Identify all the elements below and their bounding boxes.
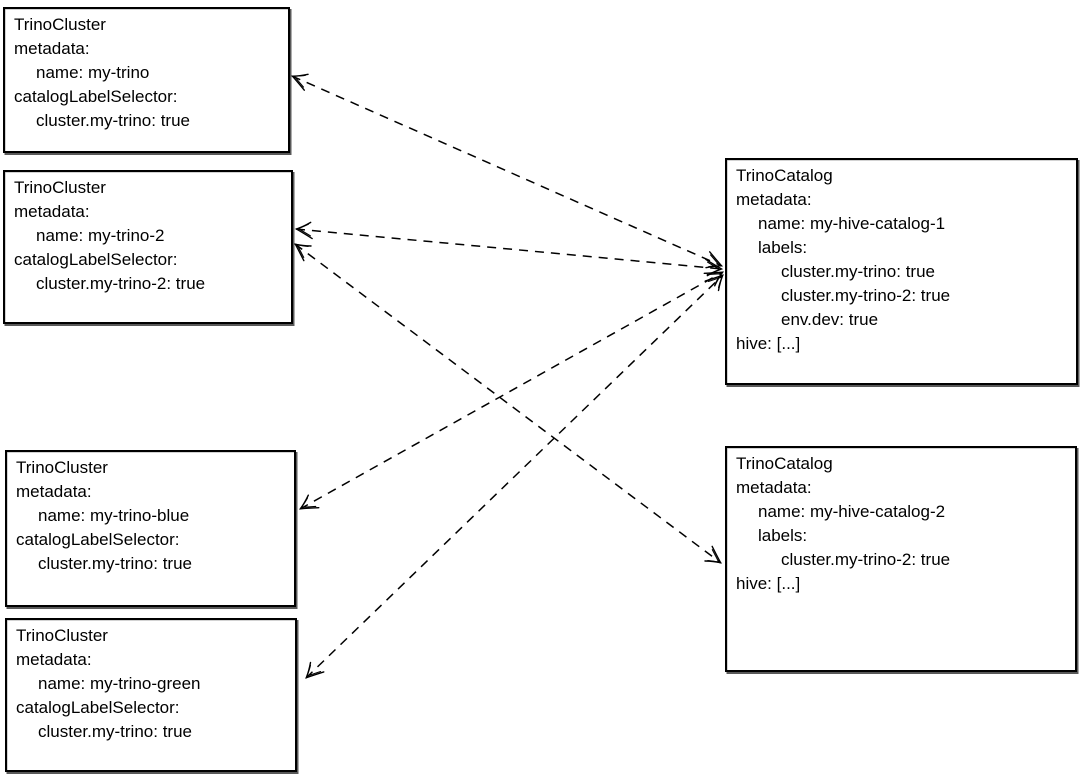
yaml-line: name: my-trino-green [38, 674, 201, 693]
yaml-line: metadata: [14, 39, 90, 58]
yaml-line: cluster.my-trino-2: true [36, 274, 206, 293]
yaml-line: name: my-hive-catalog-2 [758, 502, 946, 521]
yaml-line: cluster.my-trino-2: true [781, 286, 951, 305]
yaml-line: cluster.my-trino-2: true [781, 550, 951, 569]
yaml-line: metadata: [736, 190, 812, 209]
edge-my-trino-green-to-my-hive-catalog-1 [305, 274, 724, 679]
yaml-line: catalogLabelSelector: [16, 530, 180, 549]
trinocluster-my-trino-green-box: TrinoCluster metadata: name: my-trino-gr… [5, 618, 297, 772]
resource-kind: TrinoCluster [14, 15, 106, 34]
trinocluster-my-trino-2-box: TrinoCluster metadata: name: my-trino-2 … [3, 170, 293, 324]
yaml-line: metadata: [16, 650, 92, 669]
resource-kind: TrinoCluster [14, 178, 106, 197]
trinocluster-my-trino-box: TrinoCluster metadata: name: my-trino ca… [3, 7, 290, 153]
edge-my-trino-to-my-hive-catalog-1 [290, 73, 724, 269]
yaml-line: metadata: [16, 482, 92, 501]
yaml-line: cluster.my-trino: true [781, 262, 935, 281]
yaml-line: name: my-trino-blue [38, 506, 190, 525]
yaml-line: metadata: [736, 478, 812, 497]
yaml-line: metadata: [14, 202, 90, 221]
yaml-line: labels: [758, 526, 808, 545]
yaml-line: env.dev: true [781, 310, 879, 329]
edge-my-trino-2-to-my-hive-catalog-2 [294, 243, 722, 564]
yaml-line: cluster.my-trino: true [38, 554, 192, 573]
yaml-line: catalogLabelSelector: [16, 698, 180, 717]
resource-kind: TrinoCatalog [736, 454, 833, 473]
yaml-line: name: my-trino [36, 63, 150, 82]
yaml-line: catalogLabelSelector: [14, 87, 178, 106]
resource-kind: TrinoCatalog [736, 166, 833, 185]
trinocatalog-my-hive-catalog-2-box: TrinoCatalog metadata: name: my-hive-cat… [725, 446, 1077, 672]
resource-kind: TrinoCluster [16, 458, 108, 477]
yaml-line: catalogLabelSelector: [14, 250, 178, 269]
yaml-line: hive: [...] [736, 574, 801, 593]
trinocatalog-my-hive-catalog-1-box: TrinoCatalog metadata: name: my-hive-cat… [725, 158, 1078, 385]
edge-my-trino-2-to-my-hive-catalog-1 [294, 221, 724, 277]
edge-my-trino-blue-to-my-hive-catalog-1 [298, 271, 725, 510]
yaml-line: cluster.my-trino: true [38, 722, 192, 741]
yaml-line: labels: [758, 238, 808, 257]
yaml-line: name: my-hive-catalog-1 [758, 214, 946, 233]
trinocluster-my-trino-blue-box: TrinoCluster metadata: name: my-trino-bl… [5, 450, 296, 607]
yaml-line: cluster.my-trino: true [36, 111, 190, 130]
resource-kind: TrinoCluster [16, 626, 108, 645]
yaml-line: name: my-trino-2 [36, 226, 165, 245]
yaml-line: hive: [...] [736, 334, 801, 353]
